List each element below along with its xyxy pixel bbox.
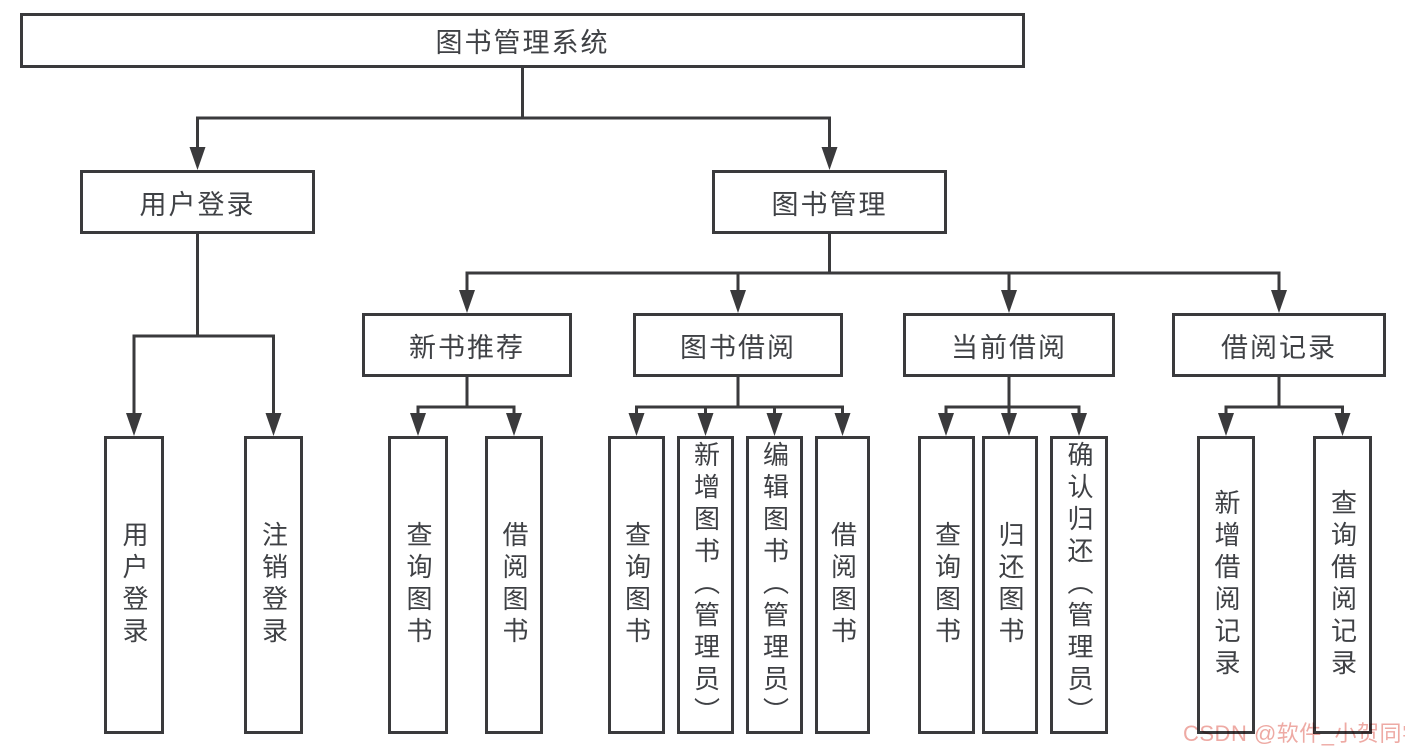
node-label: 新增图书（管理员） [690, 441, 721, 729]
leaf-logout: 注销登录 [244, 436, 303, 734]
node-new-book-recommend: 新书推荐 [362, 313, 572, 377]
node-label: 借阅图书 [499, 521, 529, 649]
node-label: 查询图书 [403, 521, 433, 649]
leaf-borrow-books-recommend: 借阅图书 [485, 436, 543, 734]
node-book-borrow: 图书借阅 [633, 313, 843, 377]
node-label: 查询图书 [621, 521, 652, 649]
leaf-user-login: 用户登录 [104, 436, 164, 734]
node-label: 注销登录 [258, 521, 289, 649]
leaf-borrow-books: 借阅图书 [815, 436, 870, 734]
node-label: 新书推荐 [409, 332, 525, 363]
leaf-edit-books-admin: 编辑图书（管理员） [746, 436, 803, 734]
leaf-add-books-admin: 新增图书（管理员） [677, 436, 734, 734]
leaf-query-books-borrow: 查询图书 [608, 436, 665, 734]
node-user-login: 用户登录 [80, 170, 315, 234]
node-label: 图书借阅 [680, 332, 796, 363]
leaf-query-books-current: 查询图书 [918, 436, 975, 734]
node-label: 当前借阅 [951, 332, 1067, 363]
node-label: 确认归还（管理员） [1064, 441, 1094, 729]
node-label: 用户登录 [139, 189, 256, 220]
leaf-query-borrow-record: 查询借阅记录 [1313, 436, 1372, 734]
leaf-return-books: 归还图书 [982, 436, 1038, 734]
node-label: 归还图书 [995, 521, 1025, 649]
node-current-borrow: 当前借阅 [903, 313, 1115, 377]
node-book-management: 图书管理 [712, 170, 947, 234]
node-label: 借阅图书 [827, 521, 858, 649]
node-label: 编辑图书（管理员） [759, 441, 790, 729]
node-label: 借阅记录 [1221, 332, 1337, 363]
node-label: 用户登录 [119, 521, 149, 649]
node-library-management-system: 图书管理系统 [20, 13, 1025, 68]
node-label: 查询借阅记录 [1327, 489, 1358, 681]
csdn-watermark: CSDN @软件_小贺同学 [1183, 721, 1405, 746]
node-label: 图书管理 [771, 189, 888, 220]
leaf-confirm-return-admin: 确认归还（管理员） [1050, 436, 1108, 734]
leaf-query-books-recommend: 查询图书 [388, 436, 448, 734]
node-label: 图书管理系统 [435, 28, 610, 58]
leaf-add-borrow-record: 新增借阅记录 [1197, 436, 1255, 734]
node-label: 新增借阅记录 [1211, 489, 1241, 681]
node-label: 查询图书 [931, 521, 962, 649]
node-borrow-record: 借阅记录 [1172, 313, 1386, 377]
